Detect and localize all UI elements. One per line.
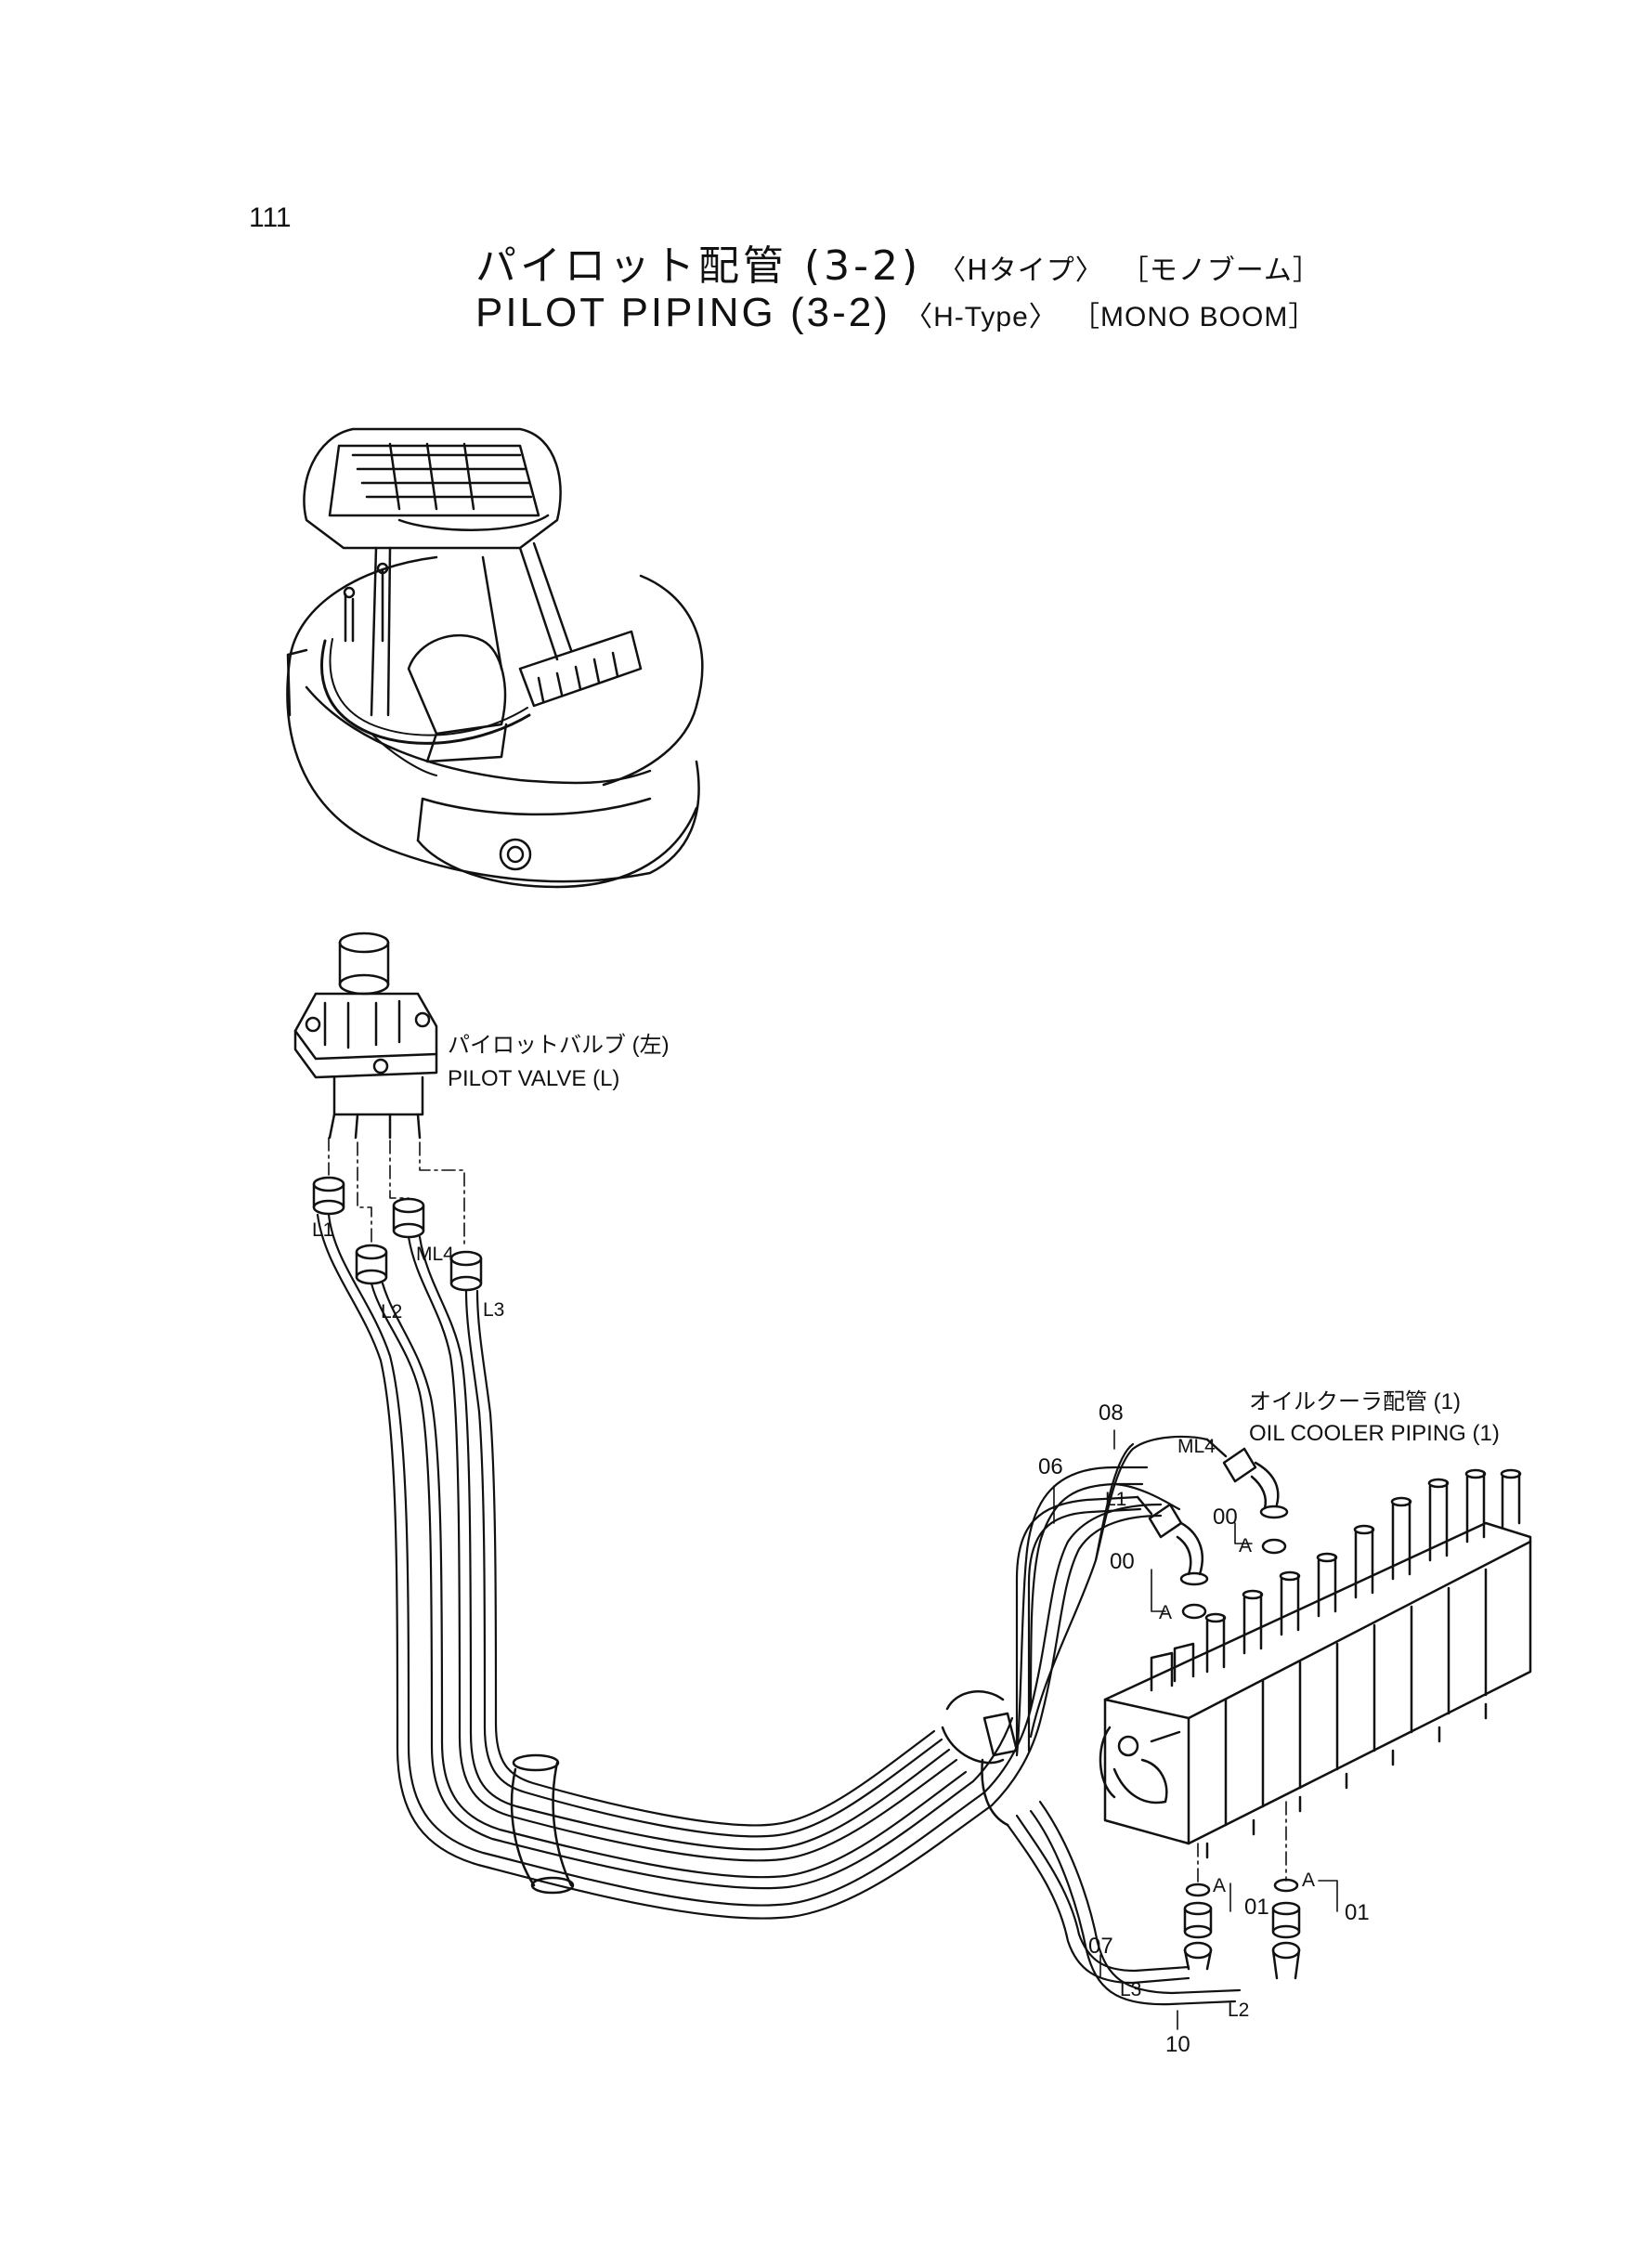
part-number-00-upper: 00 [1213, 1505, 1238, 1530]
port-label-l2-top: L2 [381, 1301, 403, 1322]
part-number-01-left: 01 [1244, 1895, 1269, 1920]
elbow-fittings-right [1136, 1438, 1289, 1620]
oil-cooler-label-jp: オイルクーラ配管 (1) [1249, 1389, 1461, 1414]
detail-mark-a-lower: A [1159, 1602, 1173, 1623]
bottom-fittings [1183, 1878, 1301, 1980]
pilot-valve-left [293, 932, 438, 1140]
part-number-06: 06 [1038, 1454, 1063, 1479]
hose-clamp-right [941, 1690, 1019, 1827]
port-label-ml4-right: ML4 [1177, 1436, 1216, 1457]
fitting-l1-right [1136, 1495, 1209, 1586]
port-label-l2-bottom: L2 [1228, 2000, 1250, 2021]
part-number-00-lower: 00 [1110, 1549, 1135, 1574]
bottom-port-leaders [1197, 1801, 1287, 1886]
title-jp-variant: ［モノブーム］ [1120, 254, 1321, 287]
callout-leaders [1053, 1429, 1338, 2030]
pilot-valve-leaders [328, 1137, 465, 1245]
detail-mark-a-bottom-right: A [1302, 1870, 1316, 1891]
hoses-to-bottom-ports [1006, 1800, 1242, 2006]
fitting-ml4-right [1205, 1438, 1289, 1519]
port-label-l1-right: L1 [1105, 1489, 1127, 1510]
detail-mark-a-upper: A [1239, 1535, 1253, 1557]
hoses-to-control-valve [1015, 1435, 1209, 1757]
fitting-l3-top [449, 1250, 483, 1292]
port-label-l3-top: L3 [483, 1299, 505, 1321]
title-english: PILOT PIPING (3-2) 〈H-Type〉 ［MONO BOOM］ [475, 290, 1317, 336]
title-en-variant: ［MONO BOOM］ [1072, 302, 1318, 332]
part-number-01-right: 01 [1345, 1900, 1370, 1925]
part-number-10: 10 [1165, 2032, 1190, 2057]
title-japanese: パイロット配管 (3-2) 〈Hタイプ〉 ［モノブーム］ [475, 232, 1321, 292]
detail-mark-a-bottom-left: A [1213, 1875, 1227, 1896]
fitting-ml4-top [392, 1197, 425, 1239]
control-valve-bank [1099, 1468, 1532, 1859]
pilot-valve-label-en: PILOT VALVE (L) [448, 1066, 620, 1091]
title-en-type: 〈H-Type〉 [904, 302, 1058, 332]
title-jp-type: 〈Hタイプ〉 [938, 254, 1104, 287]
port-label-ml4-top: ML4 [416, 1244, 454, 1265]
title-en-main: PILOT PIPING (3-2) [475, 290, 891, 335]
oil-cooler-label-en: OIL COOLER PIPING (1) [1249, 1421, 1500, 1446]
port-label-l3-bottom: L3 [1120, 1979, 1142, 2000]
fitting-l2-top [355, 1244, 388, 1285]
part-number-07: 07 [1088, 1934, 1113, 1959]
page-number: 111 [249, 202, 292, 233]
machine-overview-illustration [286, 427, 704, 889]
port-label-l1-top: L1 [312, 1219, 334, 1241]
hose-bundle [316, 1213, 1163, 1920]
title-jp-main: パイロット配管 (3-2) [475, 242, 922, 290]
pilot-valve-label-jp: パイロットバルブ (左) [448, 1033, 670, 1058]
fitting-l1-top [312, 1176, 345, 1216]
hose-clamp-left [510, 1753, 575, 1895]
part-number-08: 08 [1099, 1401, 1124, 1426]
